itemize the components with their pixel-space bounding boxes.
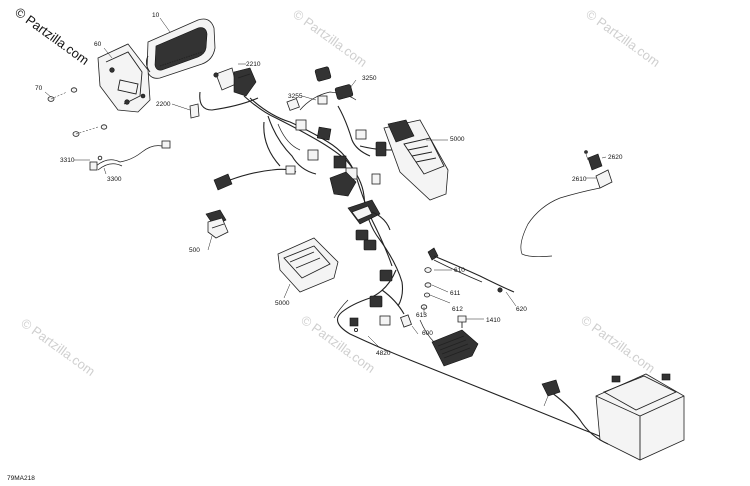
callout-2610: 2610 [572, 176, 587, 183]
part-5000-module-lower [277, 237, 339, 293]
part-key-switch [347, 199, 391, 251]
part-5000-ecu-upper [375, 119, 449, 201]
part-60-bracket [97, 43, 151, 113]
callout-2620: 2620 [608, 154, 623, 161]
callout-70: 70 [35, 85, 43, 92]
callout-labels: 10 60 70 2210 2200 3250 3255 5000 3310 3… [35, 12, 623, 357]
callout-5000-upper: 5000 [450, 136, 465, 143]
callout-611: 611 [450, 290, 461, 297]
callout-613: 613 [416, 312, 427, 319]
diagram-code: 79MA218 [7, 475, 35, 482]
part-500-plug [205, 209, 229, 239]
callout-2200: 2200 [156, 101, 171, 108]
part-3300-sub-harness [89, 140, 171, 171]
watermark: © Partzilla.com [578, 312, 658, 376]
main-harness [213, 66, 404, 307]
callout-620: 620 [516, 306, 527, 313]
callout-3255: 3255 [288, 93, 303, 100]
watermark: © Partzilla.com [583, 6, 663, 70]
watermark: © Partzilla.com [18, 315, 98, 379]
watermark-logo: © Partzilla.com [12, 4, 92, 68]
callout-600: 600 [422, 330, 433, 337]
callout-4820: 4820 [376, 350, 391, 357]
callout-3310: 3310 [60, 157, 75, 164]
part-battery [541, 373, 685, 461]
callout-10: 10 [152, 12, 160, 19]
callout-5000-lower: 5000 [275, 300, 290, 307]
part-2610-sensor [520, 150, 613, 258]
lower-harness [333, 269, 609, 441]
leader-lines [74, 17, 448, 349]
part-1410-bolt [457, 315, 484, 328]
callout-3300: 3300 [107, 176, 122, 183]
callout-2210: 2210 [246, 61, 261, 68]
part-70-screws [44, 87, 108, 137]
callout-610: 610 [454, 267, 465, 274]
callout-500: 500 [189, 247, 200, 254]
part-610-620-cable [420, 247, 517, 315]
callout-3250: 3250 [362, 75, 377, 82]
part-600-regulator [419, 319, 479, 367]
part-10-gauge [145, 18, 216, 79]
part-2210-2200-switch [189, 67, 259, 119]
callout-1410: 1410 [486, 317, 501, 324]
callout-612: 612 [452, 306, 463, 313]
watermark: © Partzilla.com [290, 6, 370, 70]
callout-60: 60 [94, 41, 102, 48]
